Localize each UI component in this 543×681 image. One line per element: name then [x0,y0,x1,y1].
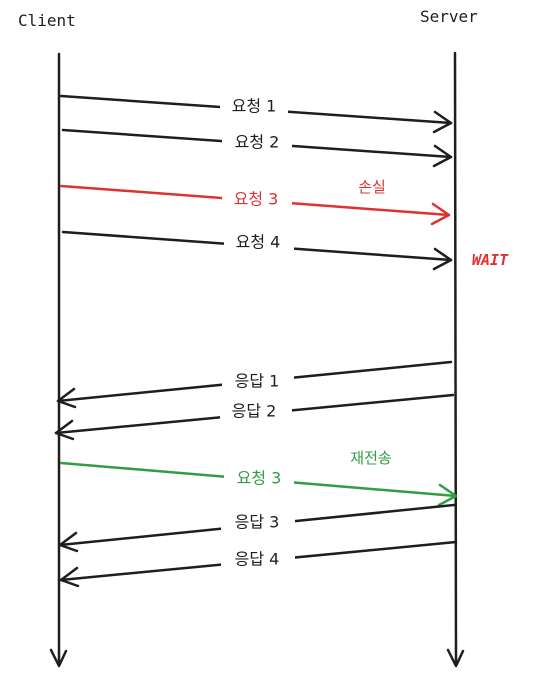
message-response-4: 응답 4 [59,540,458,588]
message-request-3-retransmit: 요청 3 [59,461,458,507]
message-label: 요청 3 [237,469,282,488]
message-request-1: 요청 1 [59,94,453,134]
message-label: 응답 2 [232,402,277,421]
message-label: 요청 2 [235,133,280,152]
message-response-2: 응답 2 [54,393,455,441]
retransmit-annotation: 재전송 [350,449,391,467]
message-response-3: 응답 3 [58,503,456,553]
message-label: 응답 4 [235,550,280,569]
message-request-2: 요청 2 [61,128,453,168]
message-request-3-lost: 요청 3 [59,184,451,226]
message-label: 요청 1 [232,97,277,116]
server-title: Server [420,7,478,26]
message-label: 요청 3 [234,190,279,209]
message-response-1: 응답 1 [56,360,453,409]
server-lifeline [446,51,465,668]
message-label: 응답 1 [235,372,280,391]
message-label: 요청 4 [236,233,281,252]
client-title: Client [18,11,76,30]
lost-annotation: 손실 [358,178,386,196]
client-lifeline [49,52,68,668]
message-request-4: 요청 4 [61,230,453,271]
message-label: 응답 3 [235,513,280,532]
wait-annotation: WAIT [472,251,509,269]
